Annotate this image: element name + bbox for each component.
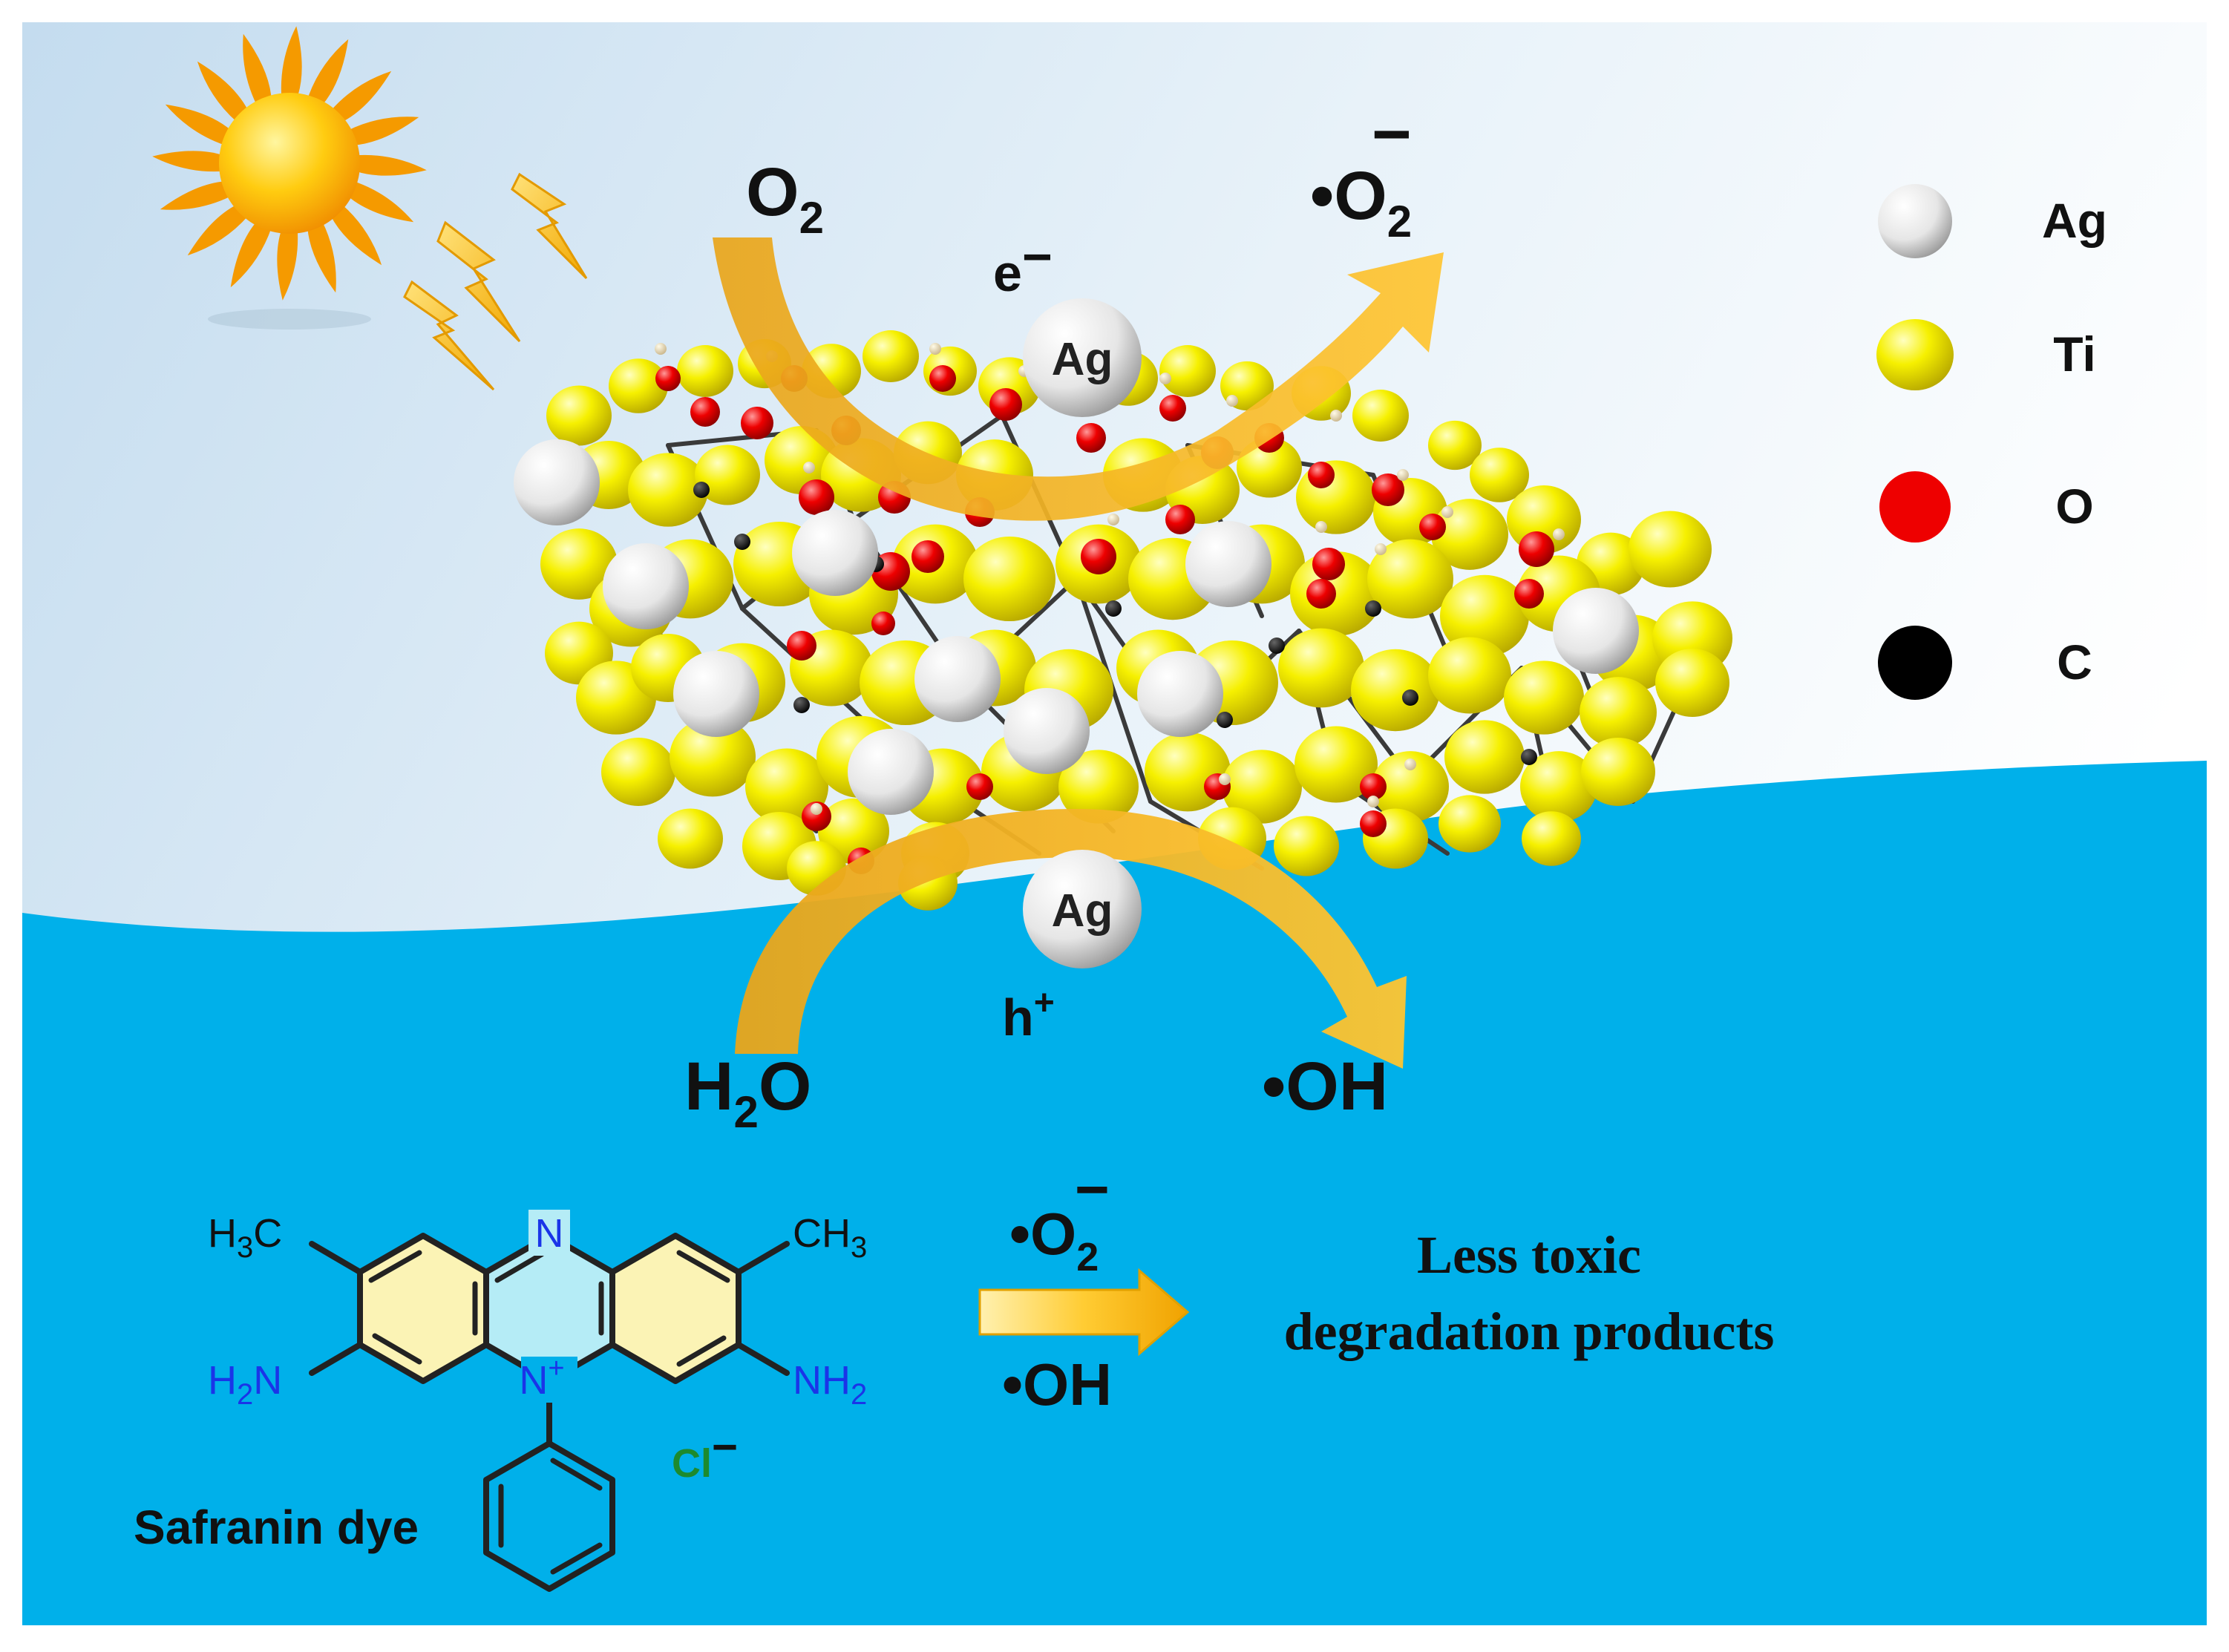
molecule-name: Safranin dye	[134, 1501, 419, 1554]
sun-icon	[152, 26, 427, 330]
methyl-left-label: H3C	[208, 1211, 282, 1264]
hole-label: h+	[1002, 983, 1055, 1046]
reagent-superoxide: •O2	[1009, 1201, 1099, 1279]
ag-sphere-bottom: Ag	[1023, 850, 1142, 968]
ring-nitrogen-label: N	[535, 1211, 564, 1256]
product-line-1: Less toxic	[1417, 1225, 1641, 1285]
chloride-label: Cl−	[672, 1422, 738, 1486]
ring-nitrogen-plus-label: N+	[519, 1353, 564, 1403]
legend-item-ag: Ag	[1878, 184, 2107, 258]
water-label: H2O	[684, 1049, 811, 1137]
degradation-reaction: •O2 − •OH Less toxic degradation product…	[978, 1156, 1775, 1417]
lightning-bolt-icon	[403, 172, 588, 391]
reduction-arrow	[713, 237, 1444, 521]
superoxide-charge: −	[1372, 96, 1412, 172]
reagent-superoxide-charge: −	[1075, 1156, 1110, 1222]
amine-left-label: H2N	[208, 1358, 282, 1411]
svg-text:Ti: Ti	[2053, 327, 2095, 381]
ag-label-top: Ag	[1052, 334, 1113, 385]
product-line-2: degradation products	[1284, 1302, 1775, 1361]
safranin-structure: N N+ H3C CH3 H2N NH2 Cl− Safranin dye	[134, 1210, 867, 1592]
methyl-right-label: CH3	[793, 1211, 867, 1264]
legend-item-c: C	[1878, 626, 2092, 700]
ag-tio2-lattice	[514, 330, 1732, 911]
svg-text:C: C	[2057, 635, 2092, 689]
svg-text:O: O	[2055, 479, 2093, 534]
electron-label: e−	[993, 228, 1053, 302]
phenyl-ring	[483, 1440, 615, 1592]
oxidation-arrow	[735, 809, 1407, 1069]
amine-right-label: NH2	[793, 1358, 867, 1411]
legend: Ag Ti O C	[1876, 184, 2107, 700]
legend-item-ti: Ti	[1876, 319, 2096, 390]
svg-text:Ag: Ag	[2042, 193, 2107, 248]
superoxide-label: •O2	[1310, 158, 1412, 246]
ag-label-bottom: Ag	[1052, 885, 1113, 937]
hydroxyl-label: •OH	[1262, 1049, 1388, 1124]
legend-item-o: O	[1879, 471, 2094, 543]
o2-label: O2	[746, 154, 824, 243]
reaction-arrow	[978, 1268, 1190, 1357]
reagent-hydroxyl: •OH	[1002, 1351, 1112, 1417]
ag-sphere-top: Ag	[1023, 298, 1142, 417]
water-background	[22, 761, 2207, 1625]
